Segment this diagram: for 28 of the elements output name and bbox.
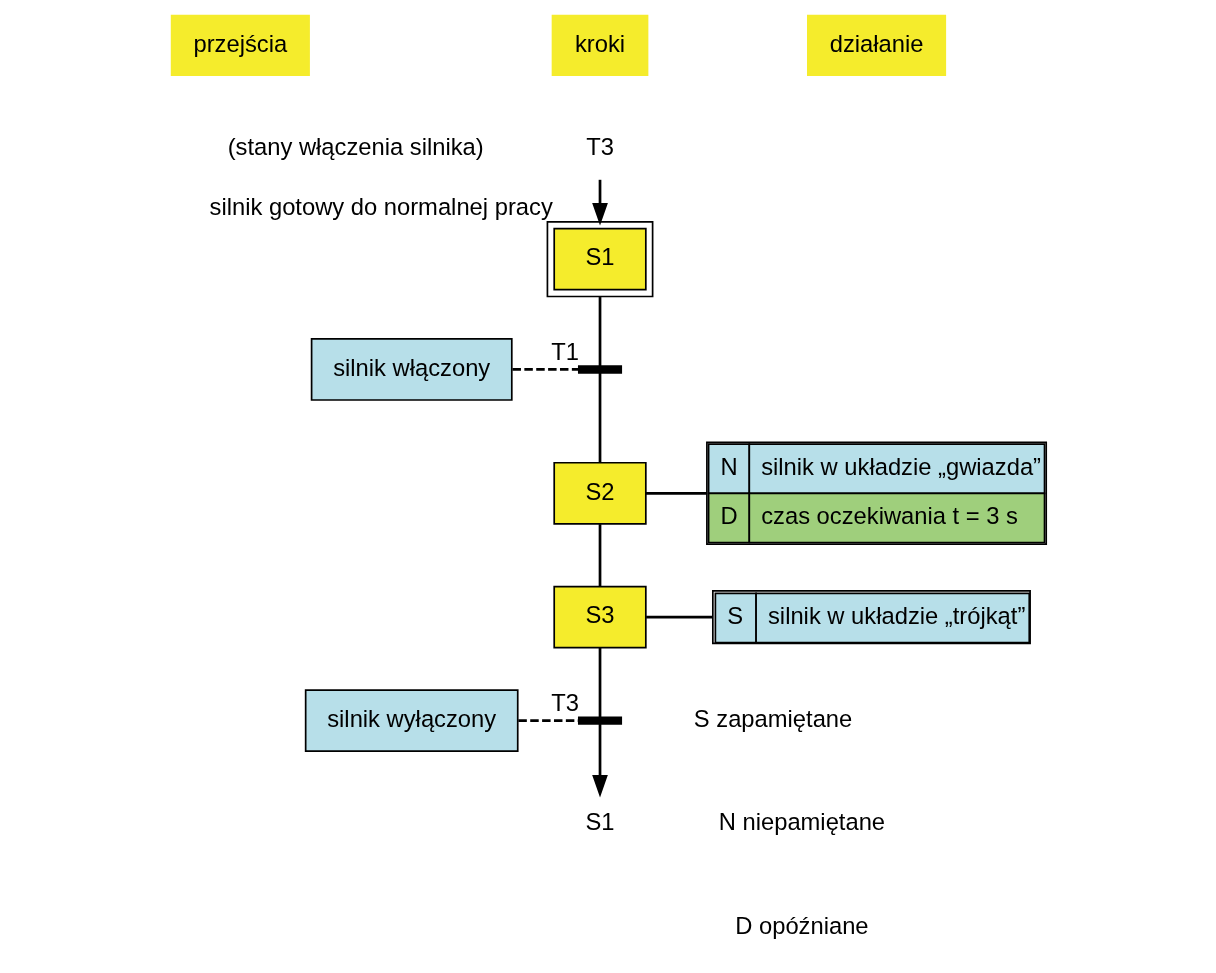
node-box: działanie (806, 14, 946, 76)
node-text: S1 (584, 808, 615, 836)
node-box: silnik wyłączony (304, 689, 519, 752)
node-box: kroki (551, 14, 648, 76)
connector (511, 368, 578, 371)
node-box: przejścia (170, 14, 310, 76)
label: (stany włączenia silnika) (227, 133, 484, 161)
connector (598, 372, 601, 463)
node-label: silnik gotowy do normalnej pracy (209, 193, 553, 221)
label: S zapamiętane (693, 704, 852, 732)
connector (598, 297, 601, 366)
connector (598, 524, 601, 587)
node-bar (577, 716, 622, 725)
arrow (591, 724, 608, 798)
node-box: S2 (552, 461, 647, 525)
connector (645, 615, 713, 619)
label: N niepamiętane (718, 808, 885, 836)
node-bar (577, 365, 622, 374)
node-box: silnik włączony (310, 338, 513, 401)
node-box: S3 (552, 585, 647, 649)
arrow (591, 179, 608, 226)
node-label: T1 (550, 337, 579, 365)
node-box: S1 (546, 221, 653, 298)
node-text: T3 (585, 133, 614, 161)
connector (645, 491, 707, 495)
connector (598, 647, 601, 718)
node-label: T3 (550, 688, 579, 716)
label: D opóźniane (734, 911, 869, 939)
